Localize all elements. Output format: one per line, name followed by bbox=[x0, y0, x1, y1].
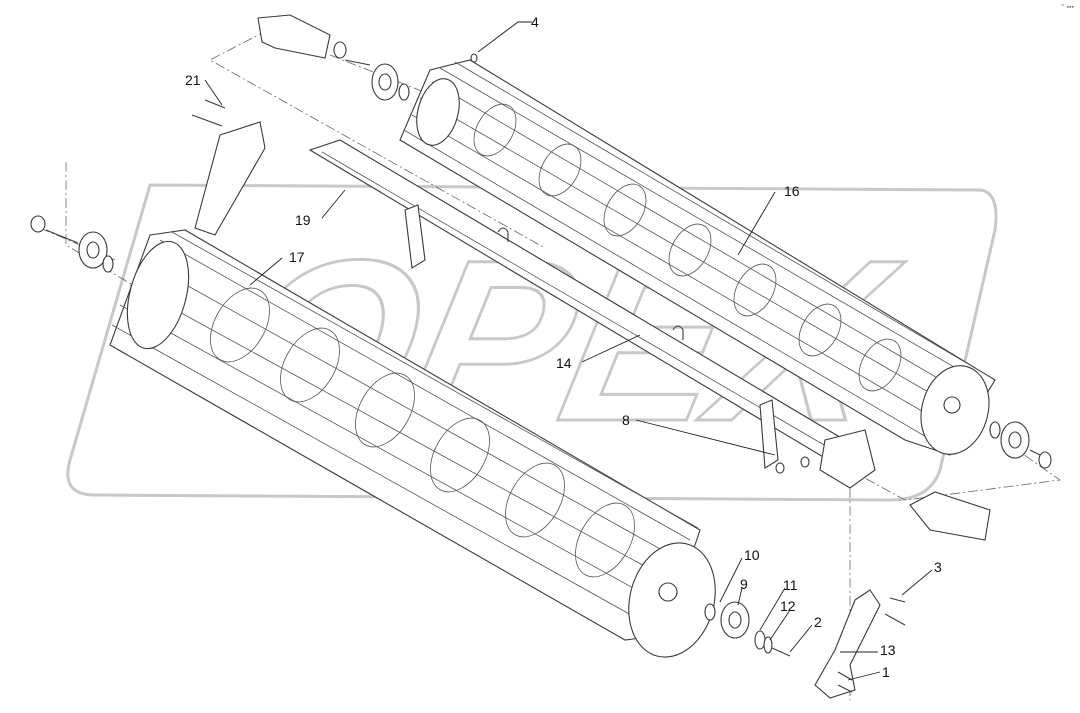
callout-3: 3 bbox=[934, 559, 942, 575]
callout-17: 17 bbox=[289, 249, 305, 265]
brackets bbox=[194, 14, 991, 699]
callout-12: 12 bbox=[780, 598, 796, 614]
callout-1: 1 bbox=[882, 664, 890, 680]
callout-4: 4 bbox=[531, 14, 539, 30]
upper-roller bbox=[399, 59, 996, 456]
callout-10: 10 bbox=[744, 547, 760, 563]
callout-14: 14 bbox=[556, 355, 572, 371]
frame-beam bbox=[308, 139, 876, 489]
hardware bbox=[30, 41, 1052, 693]
callout-2: 2 bbox=[814, 614, 822, 630]
callout-21: 21 bbox=[185, 72, 201, 88]
corner-mark: ⁱ° ▪▪▪ bbox=[1060, 4, 1074, 11]
callout-9: 9 bbox=[740, 576, 748, 592]
callout-8: 8 bbox=[622, 412, 630, 428]
assembly-center-lines bbox=[39, 29, 1062, 700]
callout-11: 11 bbox=[783, 577, 798, 593]
callout-16: 16 bbox=[784, 183, 800, 199]
callout-leaders bbox=[204, 21, 933, 681]
callout-19: 19 bbox=[295, 212, 311, 228]
callout-13: 13 bbox=[880, 642, 896, 658]
lower-roller bbox=[109, 229, 716, 658]
callout-labels: 4 21 19 16 17 14 8 10 9 11 12 2 3 13 1 bbox=[185, 14, 942, 680]
